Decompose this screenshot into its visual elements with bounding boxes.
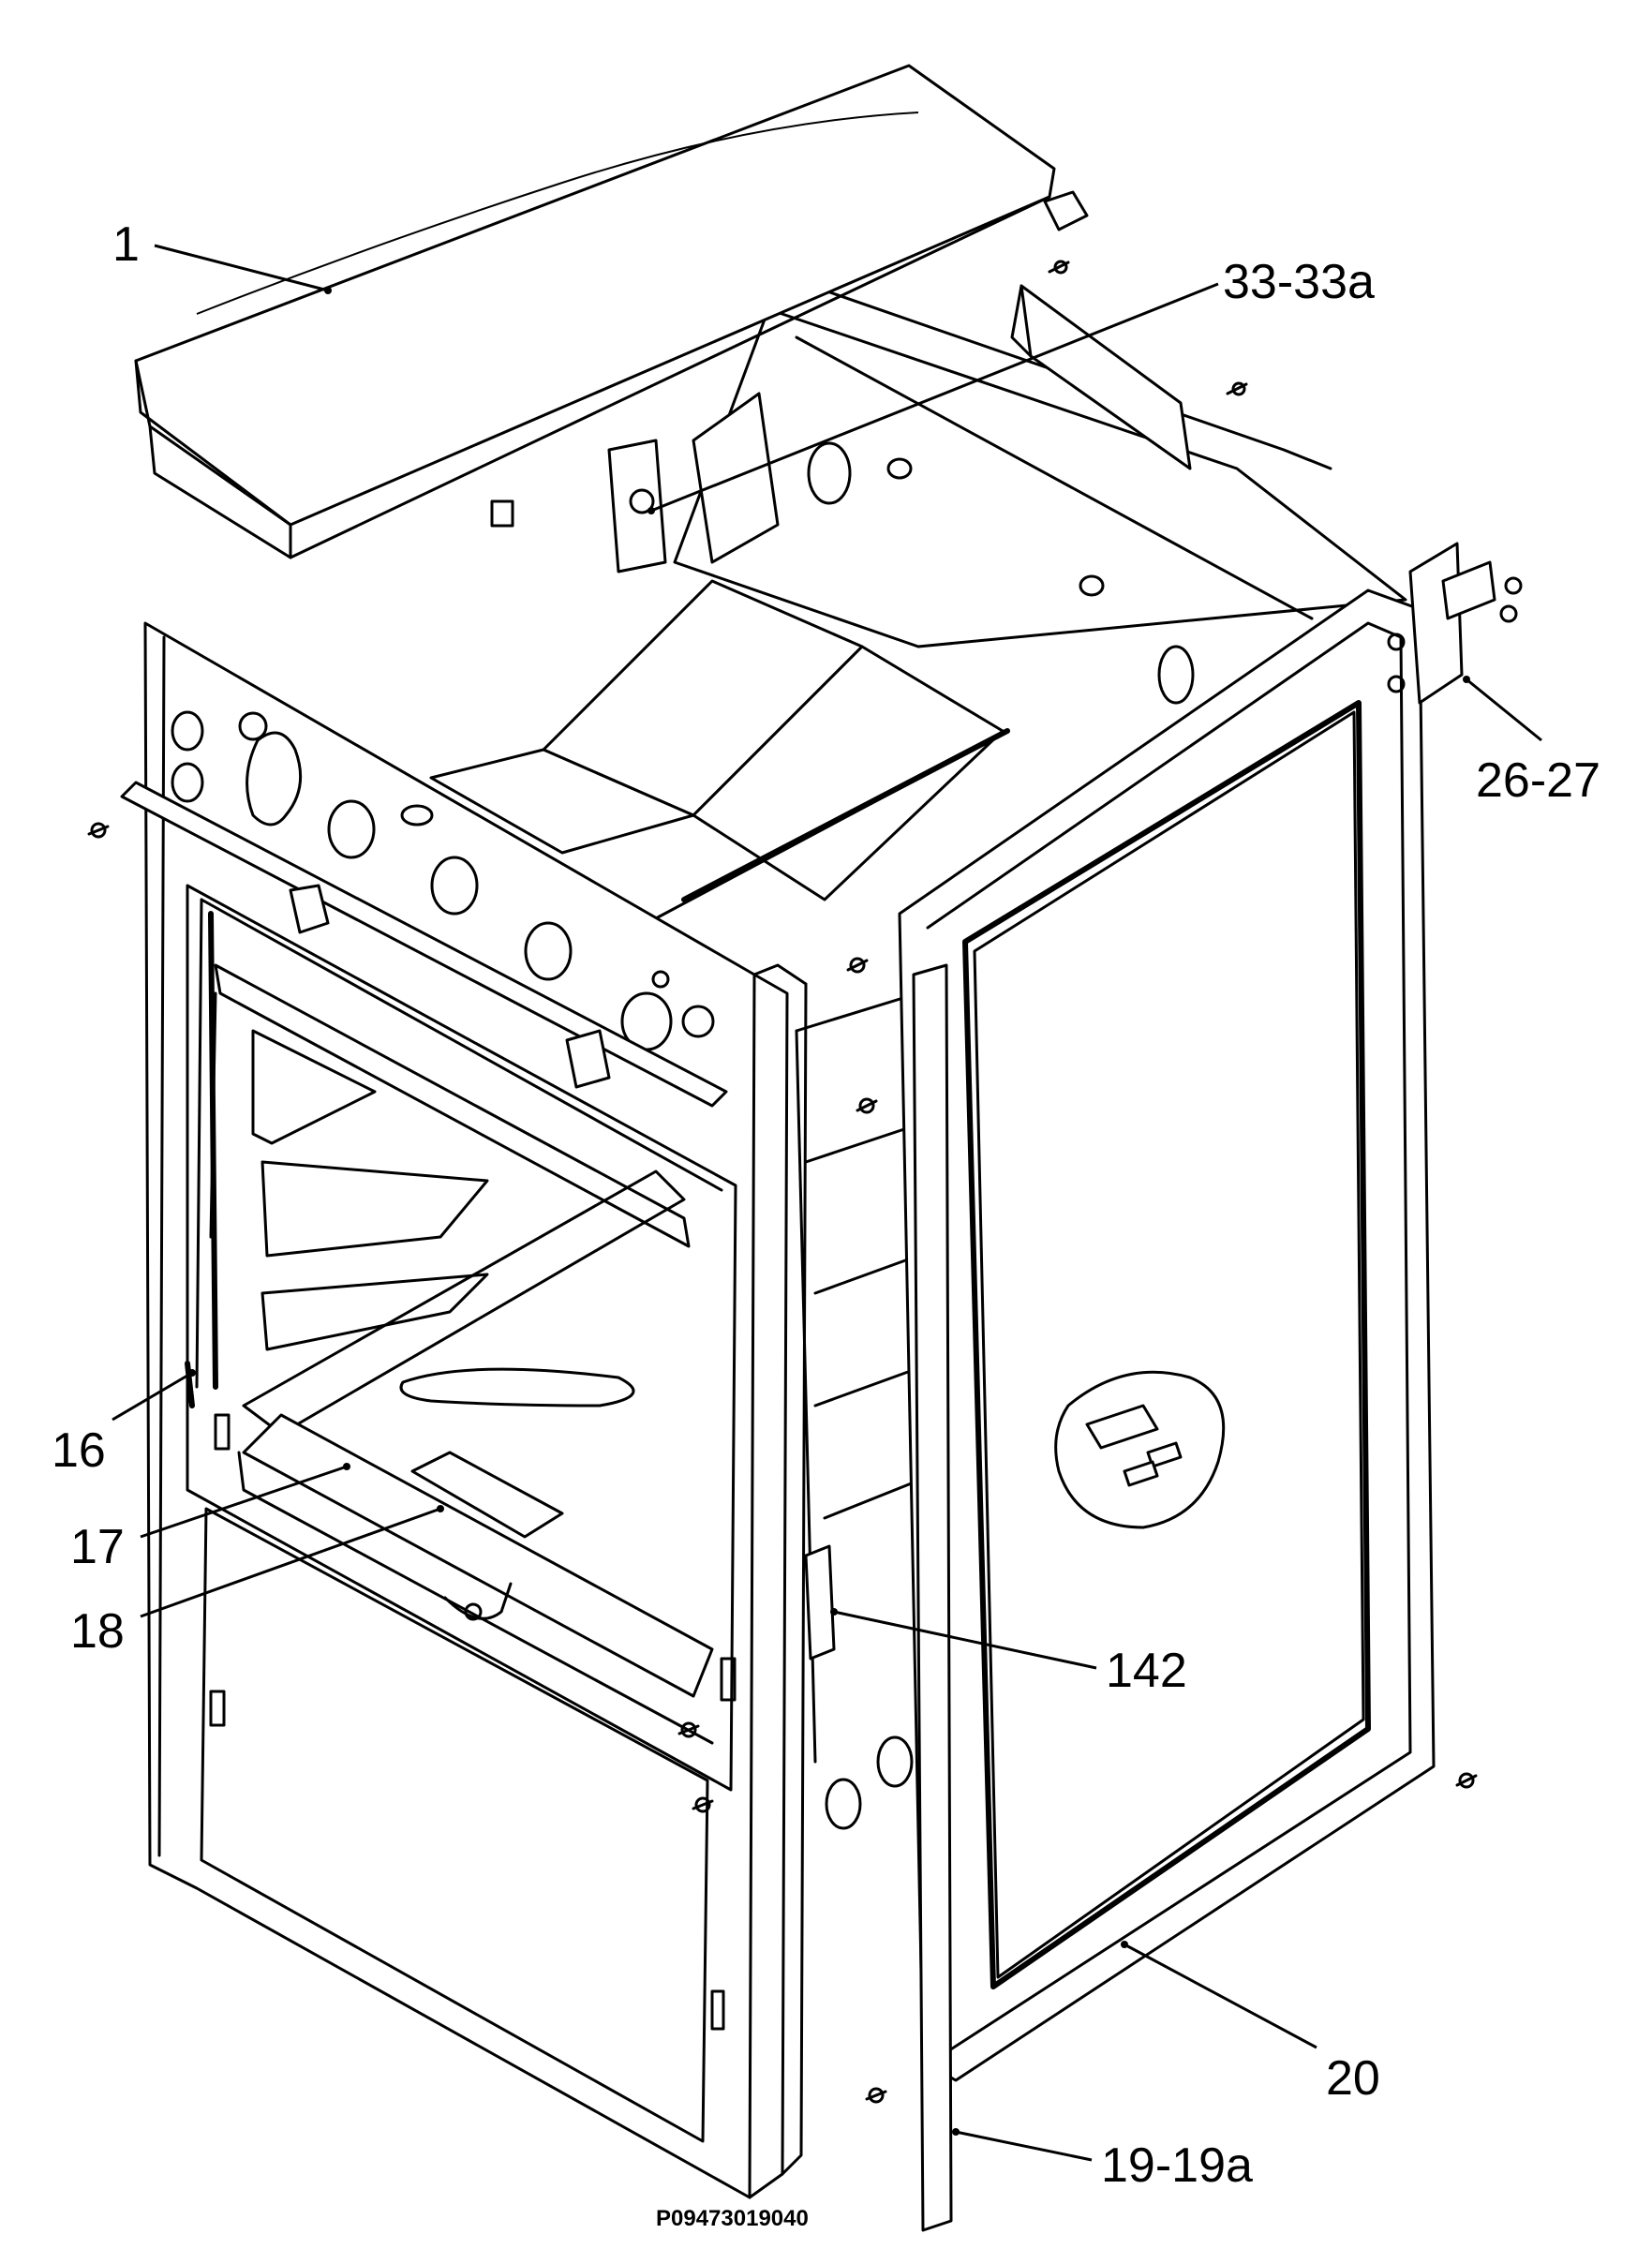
front-frame (120, 621, 808, 2199)
callout-19-19a: 19-19a (1101, 2138, 1253, 2193)
side-panel (804, 542, 1523, 2232)
drawing-code: P09473019040 (656, 2206, 809, 2231)
cabinet-body (429, 284, 1407, 1830)
top-cover (134, 64, 1089, 559)
callout-1: 1 (112, 217, 140, 272)
callout-labels: 1 33-33a 26-27 16 17 18 142 20 19-19a P0… (52, 217, 1600, 2231)
leader-lines (112, 244, 1542, 2162)
callout-17: 17 (70, 1520, 125, 1574)
callout-142: 142 (1106, 1644, 1187, 1698)
callout-20: 20 (1326, 2051, 1380, 2106)
callout-26-27: 26-27 (1476, 753, 1600, 808)
callout-16: 16 (52, 1423, 106, 1478)
screws (87, 260, 1478, 2104)
callout-18: 18 (70, 1604, 125, 1659)
callout-33-33a: 33-33a (1223, 255, 1375, 309)
